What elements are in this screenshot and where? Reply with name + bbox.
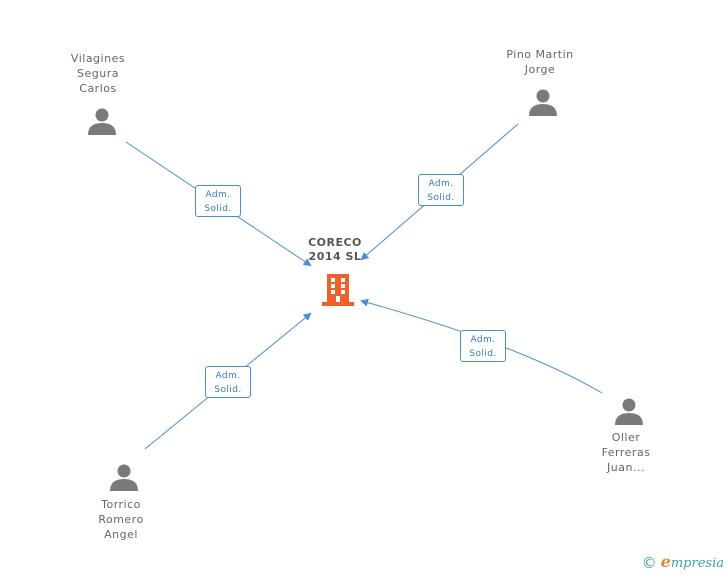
copyright-icon: © — [641, 554, 657, 572]
role-label-oller[interactable]: Adm. Solid. — [460, 330, 506, 362]
person-name-pino[interactable]: Pino Martin Jorge — [506, 48, 574, 76]
company-name[interactable]: CORECO 2014 SL — [308, 236, 362, 263]
person-icon[interactable] — [87, 106, 117, 136]
role-label-pino[interactable]: Adm. Solid. — [418, 174, 464, 206]
person-icon[interactable] — [528, 87, 558, 117]
person-name-oller[interactable]: Oller Ferreras Juan... — [601, 431, 651, 474]
person-name-torrico[interactable]: Torrico Romero Angel — [98, 498, 144, 541]
person-icon[interactable] — [109, 462, 139, 492]
role-label-torrico[interactable]: Adm. Solid. — [205, 366, 251, 398]
brand-logo: empresia — [660, 552, 724, 571]
role-label-vilagines[interactable]: Adm. Solid. — [195, 185, 241, 217]
person-name-vilagines[interactable]: Vilagines Segura Carlos — [70, 52, 126, 95]
brand-footer: © empresia — [641, 552, 724, 573]
building-icon[interactable] — [322, 272, 354, 306]
person-icon[interactable] — [614, 396, 644, 426]
